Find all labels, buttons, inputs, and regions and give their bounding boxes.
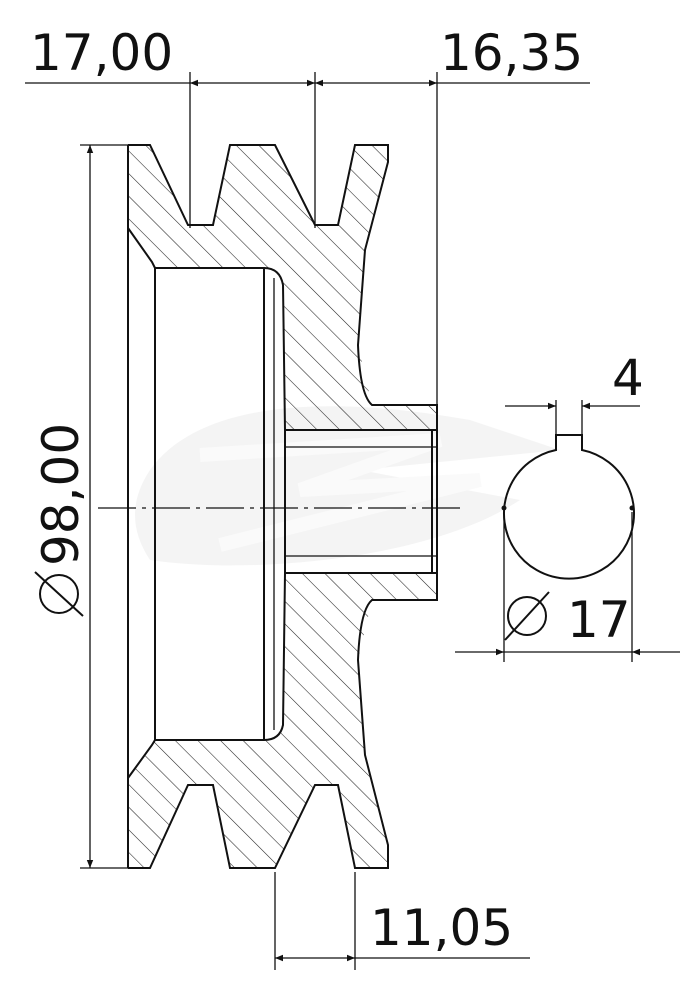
dimension-left-diameter: 98,00 bbox=[32, 144, 128, 869]
dimension-bottom: 11,05 bbox=[274, 872, 530, 970]
dimension-bore-diameter-label: 17 bbox=[567, 591, 631, 649]
dimension-bottom-label: 11,05 bbox=[370, 899, 513, 957]
dimension-left-diameter-label: 98,00 bbox=[32, 423, 90, 566]
dimension-top-right: 16,35 bbox=[315, 24, 590, 405]
keyway-detail: 4 17 bbox=[455, 349, 680, 662]
dimension-top-right-label: 16,35 bbox=[440, 24, 583, 82]
dimension-top-left-label: 17,00 bbox=[30, 24, 173, 82]
diameter-symbol-icon bbox=[504, 591, 550, 641]
diameter-symbol-icon bbox=[34, 571, 84, 617]
dimension-key-width-label: 4 bbox=[612, 349, 644, 407]
dimension-top-left: 17,00 bbox=[25, 24, 316, 228]
watermark-logo-icon bbox=[135, 406, 560, 566]
pulley-outline bbox=[127, 144, 438, 869]
